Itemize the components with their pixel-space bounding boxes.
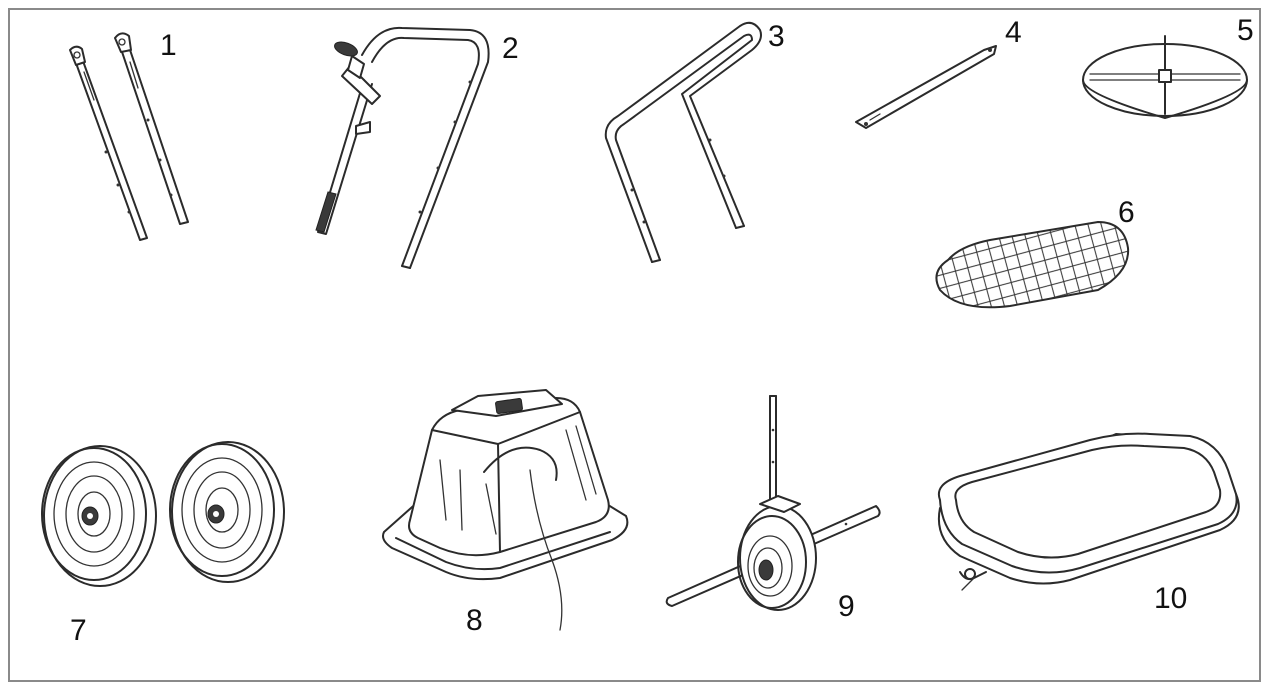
part-4-label: 4 — [1005, 16, 1022, 49]
part-4-flat-bar — [855, 45, 997, 129]
part-6-mesh-grate — [935, 221, 1130, 309]
part-10-label: 10 — [1154, 582, 1187, 615]
part-10-cover — [938, 432, 1240, 591]
part-7-wheels — [41, 441, 285, 587]
part-2-label: 2 — [502, 32, 519, 65]
part-3-label: 3 — [768, 20, 785, 53]
wheel-left — [41, 445, 157, 587]
part-9-gearbox-axle — [665, 395, 881, 611]
part-7-label: 7 — [70, 614, 87, 647]
part-8-hopper — [382, 389, 629, 631]
part-6-label: 6 — [1118, 196, 1135, 229]
wheel-right — [169, 441, 285, 583]
part-2-upper-handle — [315, 26, 490, 269]
part-5-spreader-disc — [1082, 35, 1248, 119]
part-3-lower-frame — [604, 21, 762, 263]
part-9-label: 9 — [838, 590, 855, 623]
part-1-lower-handle-tubes — [69, 32, 189, 241]
part-5-label: 5 — [1237, 14, 1254, 47]
part-8-label: 8 — [466, 604, 483, 637]
part-1-label: 1 — [160, 29, 177, 62]
